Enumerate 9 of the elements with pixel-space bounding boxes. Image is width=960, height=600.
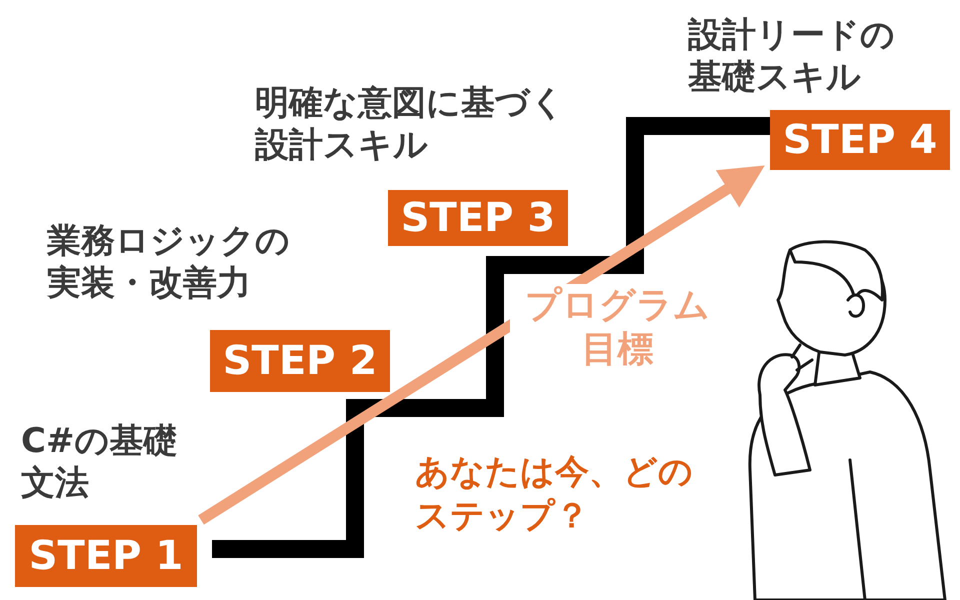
step-badge: STEP 4 [770,110,950,170]
step-badge: STEP 1 [15,525,197,587]
step-heading: C#の基礎文法 [21,420,178,504]
question-text: あなたは今、どのステップ？ [415,451,694,538]
step-heading: 設計リードの基礎スキル [688,14,896,98]
step-heading: 業務ロジックの実装・改善力 [47,220,291,304]
step-heading: 明確な意図に基づく設計スキル [255,82,566,166]
step-badge: STEP 2 [210,330,390,392]
step-badge: STEP 3 [388,190,568,246]
